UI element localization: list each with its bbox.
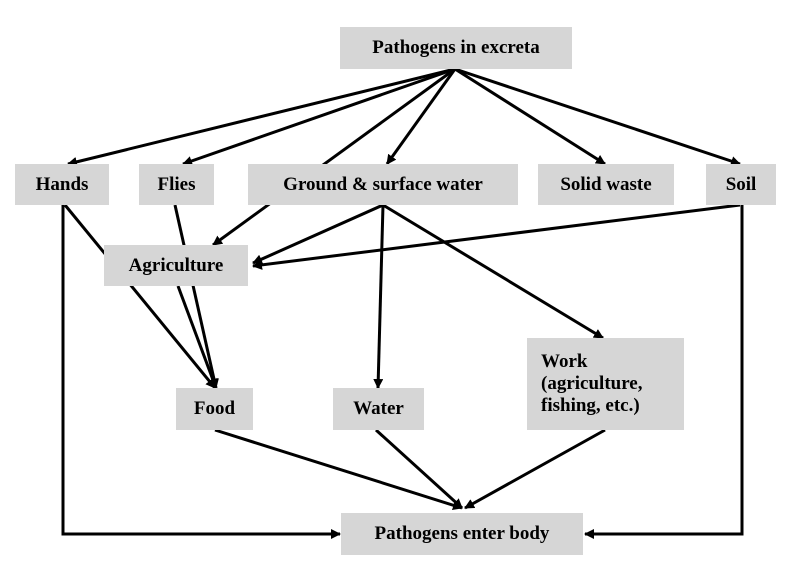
edge-excreta-to-hands xyxy=(67,67,456,167)
edge-water-to-enter-body xyxy=(374,428,464,510)
node-hands: Hands xyxy=(15,164,109,205)
node-soil: Soil xyxy=(706,164,776,205)
edge-food-to-enter-body xyxy=(214,428,463,511)
edge-flies-to-food xyxy=(173,204,219,389)
edge-soil-to-agriculture xyxy=(252,203,741,270)
node-work-line-3: fishing, etc.) xyxy=(541,395,640,416)
node-agriculture: Agriculture xyxy=(104,245,248,286)
node-pathogens-in-excreta: Pathogens in excreta xyxy=(340,27,572,69)
node-flies: Flies xyxy=(139,164,214,205)
edge-excreta-to-soil xyxy=(454,67,741,166)
edge-excreta-to-agriculture xyxy=(212,67,456,247)
node-work-line-2: (agriculture, xyxy=(541,373,643,394)
edge-work-to-enter-body xyxy=(464,428,606,510)
node-solid-waste: Solid waste xyxy=(538,164,674,205)
node-pathogens-enter-body: Pathogens enter body xyxy=(341,513,583,555)
edge-soil-to-enter-body xyxy=(584,205,744,539)
edge-hands-to-enter-body xyxy=(61,205,341,539)
edge-ground-water-to-work xyxy=(382,203,604,340)
edge-agriculture-to-food xyxy=(176,285,218,389)
edge-ground-water-to-agriculture xyxy=(252,203,384,265)
edge-ground-water-to-water xyxy=(373,204,385,389)
node-work: Work (agriculture, fishing, etc.) xyxy=(527,338,684,430)
edge-excreta-to-solid-waste xyxy=(454,67,606,166)
edge-excreta-to-ground-water xyxy=(385,68,457,165)
edge-hands-to-food xyxy=(63,204,217,389)
node-work-line-1: Work xyxy=(541,351,588,372)
edge-excreta-to-flies xyxy=(182,67,456,166)
node-ground-surface-water: Ground & surface water xyxy=(248,164,518,205)
node-food: Food xyxy=(176,388,253,430)
node-water: Water xyxy=(333,388,424,430)
